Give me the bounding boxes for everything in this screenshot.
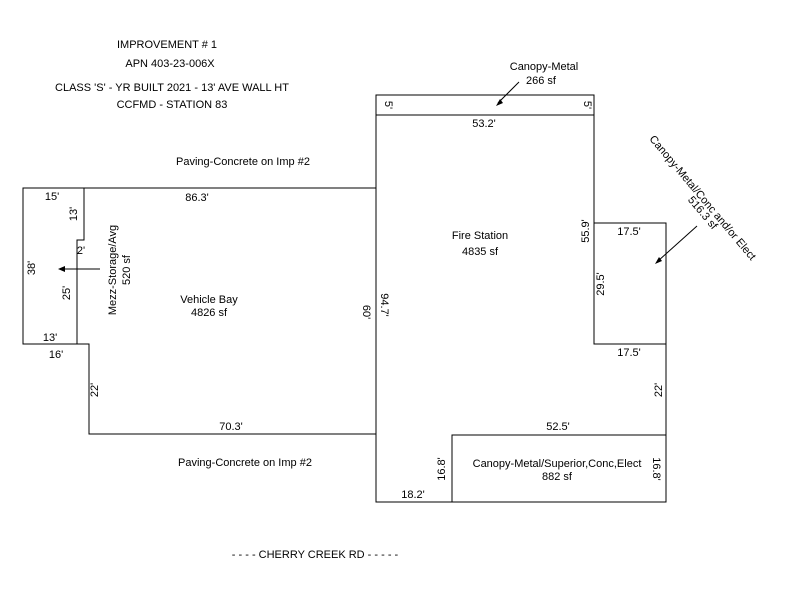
canopy-metal-top-arrowhead [496, 99, 503, 106]
canopy-right-name: Canopy-Metal/Conc and/or Elect [647, 133, 758, 262]
canopy-right-arrowhead [655, 257, 662, 264]
header-station: CCFMD - STATION 83 [117, 99, 228, 111]
dim-canopy-right-5: 5' [581, 101, 593, 109]
dim-cr-29: 29.5' [595, 272, 607, 296]
dim-cb-top: 52.5' [546, 421, 570, 433]
dim-fs-bottom: 18.2' [401, 489, 425, 501]
road-label: - - - - CHERRY CREEK RD - - - - - [232, 549, 399, 561]
dim-mz-38: 38' [26, 261, 38, 275]
dim-mz-13v: 13' [68, 207, 80, 221]
fire-station-size: 4835 sf [462, 246, 499, 258]
dim-cb-left: 16.8' [436, 457, 448, 481]
canopy-metal-top-size: 266 sf [526, 75, 557, 87]
canopy-metal-top-name: Canopy-Metal [510, 61, 578, 73]
mezz-size: 520 sf [121, 254, 133, 285]
paving-top-label: Paving-Concrete on Imp #2 [176, 156, 310, 168]
dim-mz-2: 2' [77, 245, 85, 257]
vehicle-bay-outline [22, 187, 376, 435]
dim-fs-left: 94.7' [378, 293, 390, 317]
canopy-bottom-outline [451, 434, 667, 503]
dim-vb-bottom: 70.3' [219, 421, 243, 433]
dim-fs-22: 22' [653, 383, 665, 397]
dim-vb-16: 16' [49, 349, 63, 361]
dim-mz-top: 15' [45, 191, 59, 203]
dim-mz-13h: 13' [43, 332, 57, 344]
canopy-metal-top-leader [497, 81, 520, 104]
dim-vb-right: 60' [360, 305, 372, 319]
dim-canopy-left-5: 5' [382, 101, 394, 109]
header-class: CLASS 'S' - YR BUILT 2021 - 13' AVE WALL… [55, 82, 289, 94]
mezz-arrowhead [58, 266, 65, 272]
fire-station-outline [375, 114, 667, 503]
dim-fs-55: 55.9' [580, 219, 592, 243]
paving-bottom-label: Paving-Concrete on Imp #2 [178, 457, 312, 469]
dim-cb-right: 16.8' [650, 457, 662, 481]
canopy-right-leader [657, 225, 698, 262]
mezz-outline [76, 188, 85, 344]
vehicle-bay-name: Vehicle Bay [180, 294, 238, 306]
fire-station-name: Fire Station [452, 230, 508, 242]
header-improvement: IMPROVEMENT # 1 [117, 39, 217, 51]
dim-vb-top: 86.3' [185, 192, 209, 204]
header-apn: APN 403-23-006X [125, 58, 215, 70]
dim-fs-top: 53.2' [472, 118, 496, 130]
dim-cr-17-bottom: 17.5' [617, 347, 641, 359]
canopy-bottom-size: 882 sf [542, 471, 573, 483]
dim-cr-17-top: 17.5' [617, 226, 641, 238]
canopy-bottom-name: Canopy-Metal/Superior,Conc,Elect [473, 458, 642, 470]
dim-vb-22: 22' [89, 383, 101, 397]
canopy-metal-top-outline [375, 94, 595, 116]
vehicle-bay-size: 4826 sf [191, 307, 228, 319]
dim-mz-25: 25' [61, 286, 73, 300]
mezz-name: Mezz-Storage/Avg [107, 225, 119, 315]
fire-station-inner-step [593, 223, 666, 345]
